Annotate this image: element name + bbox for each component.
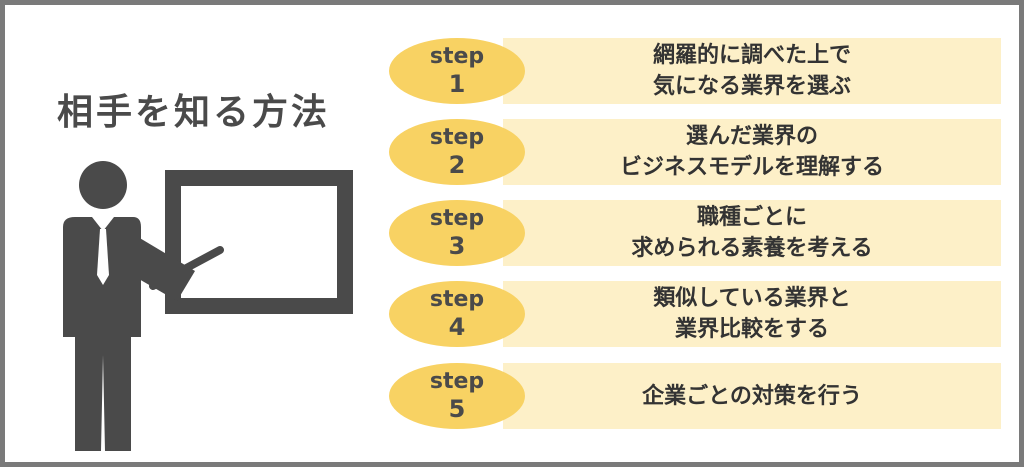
whiteboard-shape	[165, 170, 353, 314]
step-badge-label: step	[429, 287, 485, 312]
step-bar	[503, 200, 1001, 266]
pointing-arm-shape	[125, 234, 195, 301]
step-badge-label: step	[429, 125, 485, 150]
step-description-line: ビジネスモデルを理解する	[619, 155, 884, 180]
step-description-line: 選んだ業界の	[685, 124, 818, 149]
step-description-line: 職種ごとに	[696, 205, 807, 230]
step-description: 網羅的に調べた上で気になる業界を選ぶ	[503, 38, 1001, 104]
step-badge-number: 3	[448, 232, 466, 260]
presenter-whiteboard-icon	[63, 161, 353, 451]
step-badge-number: 4	[448, 313, 466, 341]
step-bar	[503, 38, 1001, 104]
step-description-line: 網羅的に調べた上で	[652, 43, 851, 68]
step-description: 選んだ業界のビジネスモデルを理解する	[503, 119, 1001, 185]
step-description-line: 気になる業界を選ぶ	[652, 74, 851, 99]
step-description: 職種ごとに求められる素養を考える	[503, 200, 1001, 266]
tie-shape	[97, 229, 109, 285]
step-description: 企業ごとの対策を行う	[503, 363, 1001, 429]
step-description-line: 業界比較をする	[674, 317, 829, 342]
step-badge-label: step	[429, 369, 485, 394]
collar-shape	[92, 217, 114, 231]
step-badge-number: 5	[448, 395, 466, 423]
step-description-line: 企業ごとの対策を行う	[642, 383, 862, 409]
step-badge-label: step	[429, 44, 485, 69]
body-shape	[63, 217, 141, 451]
diagram-title: 相手を知る方法	[57, 92, 331, 133]
step-badge-number: 2	[448, 151, 466, 179]
step-description-line: 求められる素養を考える	[631, 236, 873, 261]
step-bar	[503, 363, 1001, 429]
step-description-line: 類似している業界と	[653, 286, 851, 311]
step-bar	[503, 119, 1001, 185]
step-description: 類似している業界と業界比較をする	[503, 281, 1001, 347]
step-badge-number: 1	[448, 70, 466, 98]
step-badge-label: step	[429, 206, 485, 231]
step-bar	[503, 281, 1001, 347]
head-shape	[79, 161, 127, 209]
